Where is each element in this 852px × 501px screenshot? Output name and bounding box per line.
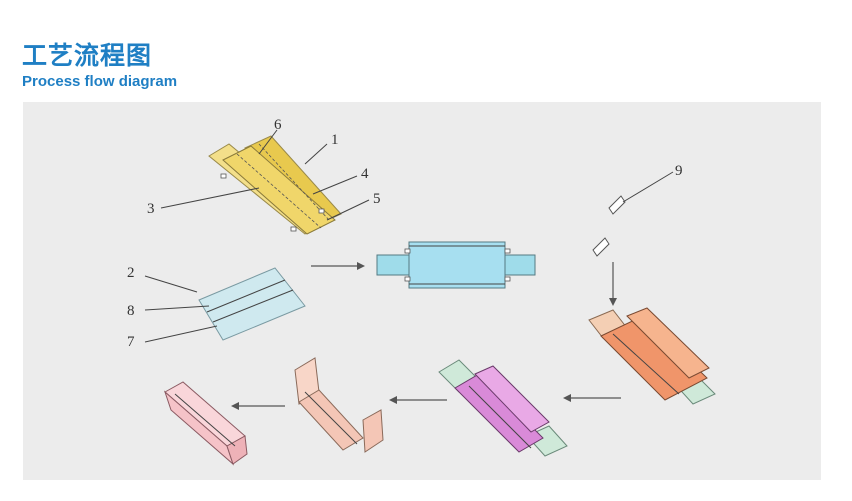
label-7: 7 (127, 334, 135, 350)
label-3: 3 (147, 201, 155, 217)
arrow-down-head (609, 298, 617, 306)
leader-2 (144, 275, 198, 293)
yellow-blank (208, 135, 342, 235)
label-6: 6 (274, 117, 282, 133)
purple-line (468, 385, 532, 449)
cyan-tab-2 (504, 248, 511, 254)
cyan-tab-4 (504, 276, 511, 282)
arrow-to-purple-head (563, 394, 571, 402)
leader-3 (160, 187, 260, 209)
label-4: 4 (361, 166, 369, 182)
leader-4 (312, 175, 358, 195)
yellow-fold-line-1 (236, 153, 322, 229)
cyan-assembly-body (408, 241, 506, 289)
blue-blank-sheet (198, 267, 306, 341)
arrow-to-pink-head (231, 402, 239, 410)
pink-box (163, 381, 248, 466)
leader-8 (144, 305, 210, 311)
peach-box-body (298, 389, 364, 451)
pink-inner-line (174, 393, 236, 447)
flow-arrows (231, 262, 621, 410)
arrow-to-peach-head (389, 396, 397, 404)
purple-box-wall (474, 365, 550, 433)
pink-box-end (226, 435, 248, 465)
diagram-canvas: 6 1 3 4 5 9 2 8 7 (127, 117, 716, 466)
label-5: 5 (373, 191, 381, 207)
page-title: 工艺流程图 (22, 41, 153, 70)
small-pieces (592, 195, 626, 257)
leader-5 (326, 199, 370, 221)
blue-fold-line-2 (212, 289, 294, 323)
label-8: 8 (127, 303, 135, 319)
leader-6 (258, 129, 278, 155)
yellow-tab-left (220, 173, 227, 179)
yellow-tab-bottom (290, 226, 297, 232)
orange-box-body (600, 315, 708, 401)
process-flow-diagram: 6 1 3 4 5 9 2 8 7 (23, 102, 821, 480)
cyan-tab-1 (404, 248, 411, 254)
small-piece-1 (608, 195, 626, 215)
orange-box (588, 307, 716, 405)
yellow-blank-panel (222, 145, 336, 235)
leader-7 (144, 325, 218, 343)
label-9: 9 (675, 163, 683, 179)
peach-box (294, 357, 384, 453)
orange-line (612, 333, 680, 395)
page-subtitle: Process flow diagram (22, 73, 178, 90)
leader-lines (144, 129, 674, 343)
cyan-assembly (376, 241, 536, 289)
blue-blank (198, 267, 306, 341)
leader-9 (622, 171, 674, 203)
blue-fold-line-1 (206, 279, 286, 313)
peach-end-wall-right (362, 409, 384, 453)
orange-box-wall (626, 307, 710, 379)
purple-box (438, 359, 568, 457)
arrow-to-assembly-head (357, 262, 365, 270)
label-2: 2 (127, 265, 135, 281)
small-piece-2 (592, 237, 610, 257)
yellow-tab-right (318, 208, 325, 214)
cyan-tab-3 (404, 276, 411, 282)
label-1: 1 (331, 132, 339, 148)
yellow-fold-line-2 (258, 143, 330, 221)
leader-1 (304, 143, 328, 165)
part-labels: 6 1 3 4 5 9 2 8 7 (127, 117, 683, 350)
peach-line (304, 391, 358, 445)
